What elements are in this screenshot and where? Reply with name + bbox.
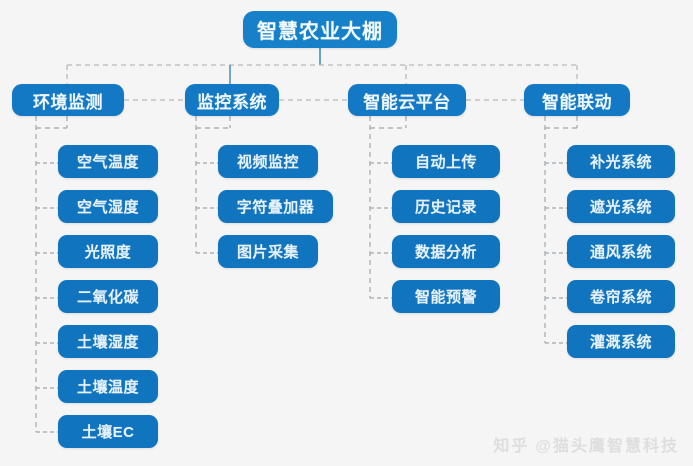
- node-leaf-3-0[interactable]: 补光系统: [567, 145, 675, 178]
- node-root-label: 智慧农业大棚: [257, 21, 383, 43]
- node-leaf-3-1[interactable]: 遮光系统: [567, 190, 675, 223]
- node-leaf-0-0[interactable]: 空气温度: [58, 145, 158, 178]
- node-leaf-1-2-label: 图片采集: [236, 244, 299, 261]
- node-leaf-3-2-label: 通风系统: [589, 244, 652, 261]
- node-leaf-2-2[interactable]: 数据分析: [392, 235, 500, 268]
- node-leaf-2-1-label: 历史记录: [414, 199, 477, 216]
- node-leaf-0-6-label: 土壤EC: [81, 424, 135, 441]
- node-root[interactable]: 智慧农业大棚: [243, 11, 397, 48]
- node-branch-3-label: 智能联动: [542, 92, 612, 112]
- node-branch-1-label: 监控系统: [197, 92, 267, 112]
- node-leaf-3-3[interactable]: 卷帘系统: [567, 280, 675, 313]
- node-branch-2[interactable]: 智能云平台: [348, 84, 466, 116]
- node-leaf-0-2-label: 光照度: [84, 244, 132, 261]
- watermark-handle: @猫头鹰智慧科技: [535, 438, 679, 455]
- node-leaf-1-2[interactable]: 图片采集: [218, 235, 318, 268]
- node-leaf-3-4-label: 灌溉系统: [589, 334, 652, 351]
- node-leaf-3-2[interactable]: 通风系统: [567, 235, 675, 268]
- node-leaf-1-0-label: 视频监控: [236, 154, 299, 171]
- node-leaf-1-1-label: 字符叠加器: [236, 199, 315, 216]
- node-leaf-3-4[interactable]: 灌溉系统: [567, 325, 675, 358]
- node-leaf-3-3-label: 卷帘系统: [589, 289, 652, 306]
- node-leaf-0-2[interactable]: 光照度: [58, 235, 158, 268]
- node-leaf-0-6[interactable]: 土壤EC: [58, 415, 158, 448]
- node-leaf-0-1-label: 空气湿度: [76, 199, 139, 216]
- node-leaf-2-0[interactable]: 自动上传: [392, 145, 500, 178]
- node-leaf-0-5[interactable]: 土壤温度: [58, 370, 158, 403]
- node-leaf-3-0-label: 补光系统: [589, 154, 652, 171]
- node-leaf-2-1[interactable]: 历史记录: [392, 190, 500, 223]
- node-branch-3[interactable]: 智能联动: [524, 84, 630, 116]
- node-leaf-2-3-label: 智能预警: [414, 289, 477, 306]
- node-branch-0[interactable]: 环境监测: [12, 84, 124, 116]
- watermark: 知乎 @猫头鹰智慧科技: [493, 432, 679, 456]
- node-branch-0-label: 环境监测: [33, 92, 103, 112]
- node-leaf-3-1-label: 遮光系统: [589, 199, 652, 216]
- node-branch-2-label: 智能云平台: [363, 92, 451, 112]
- node-leaf-0-5-label: 土壤温度: [76, 379, 139, 396]
- node-leaf-2-3[interactable]: 智能预警: [392, 280, 500, 313]
- node-leaf-0-0-label: 空气温度: [76, 154, 139, 171]
- node-branch-1[interactable]: 监控系统: [185, 84, 279, 116]
- node-leaf-0-4-label: 土壤湿度: [76, 334, 139, 351]
- node-leaf-0-3[interactable]: 二氧化碳: [58, 280, 158, 313]
- node-leaf-2-0-label: 自动上传: [414, 154, 477, 171]
- node-leaf-1-1[interactable]: 字符叠加器: [218, 190, 333, 223]
- node-leaf-1-0[interactable]: 视频监控: [218, 145, 318, 178]
- watermark-brand: 知乎: [493, 438, 530, 455]
- node-leaf-0-3-label: 二氧化碳: [76, 289, 139, 306]
- node-leaf-0-4[interactable]: 土壤湿度: [58, 325, 158, 358]
- node-leaf-0-1[interactable]: 空气湿度: [58, 190, 158, 223]
- node-leaf-2-2-label: 数据分析: [414, 244, 477, 261]
